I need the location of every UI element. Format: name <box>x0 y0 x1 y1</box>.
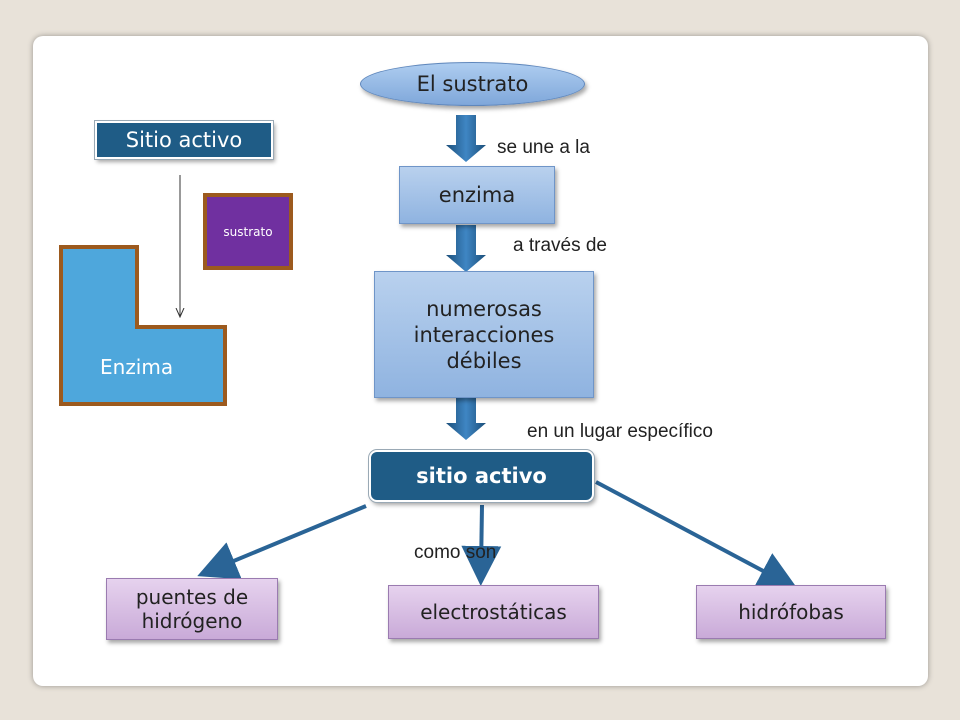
down-arrow-3 <box>446 398 486 440</box>
enzyme-label: Enzima <box>100 355 174 379</box>
enzyme-shape <box>59 245 227 406</box>
down-arrow-2 <box>446 225 486 272</box>
substrate-node: El sustrato <box>360 62 585 106</box>
edge-label-como-son: como son <box>414 542 497 563</box>
enzyme-node-label: enzima <box>438 183 516 207</box>
type-label-puentes: puentes de hidrógeno <box>135 585 249 633</box>
edge-label-lugar: en un lugar específico <box>527 421 713 442</box>
down-arrow-1 <box>446 115 486 162</box>
substrate-square: sustrato <box>203 193 293 270</box>
interactions-node-label: numerosas interacciones débiles <box>413 296 555 373</box>
active-site-node-label: sitio activo <box>416 464 547 488</box>
arrow-to-electrostaticas <box>461 504 502 586</box>
substrate-node-label: El sustrato <box>416 72 529 96</box>
sitio-activo-label: Sitio activo <box>125 128 243 152</box>
edge-label-a-traves: a través de <box>513 235 607 256</box>
active-site-node: sitio activo <box>369 450 594 502</box>
substrate-label: sustrato <box>223 224 273 239</box>
type-node-hidrofobas: hidrófobas <box>696 585 886 639</box>
arrow-to-puentes <box>197 504 367 580</box>
type-label-hidrofobas: hidrófobas <box>738 600 844 624</box>
enzyme-node: enzima <box>399 166 555 224</box>
arrow-to-hidrofobas <box>595 480 799 590</box>
type-label-electrostaticas: electrostáticas <box>420 600 567 624</box>
edge-label-se-une: se une a la <box>497 137 590 158</box>
type-node-puentes: puentes de hidrógeno <box>106 578 278 640</box>
interactions-node: numerosas interacciones débiles <box>374 271 594 398</box>
type-node-electrostaticas: electrostáticas <box>388 585 599 639</box>
sitio-activo-label-box: Sitio activo <box>95 121 273 159</box>
